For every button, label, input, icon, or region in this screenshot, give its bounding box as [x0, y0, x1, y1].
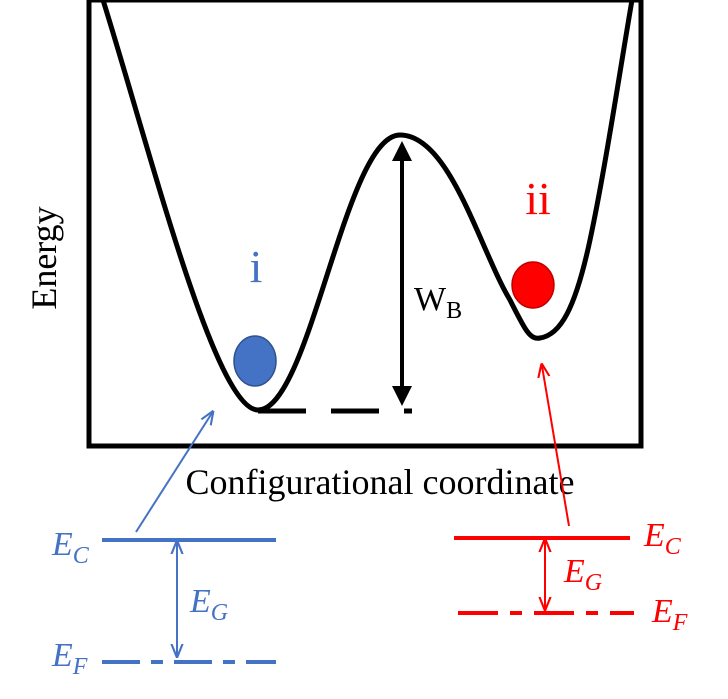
left-ef-label: EF [51, 637, 88, 680]
y-axis-label: Energy [24, 206, 64, 309]
plot-frame [86, 0, 644, 449]
state-i-ball [233, 335, 277, 387]
barrier-label: WB [414, 281, 462, 324]
right-ef-label: EF [651, 593, 688, 636]
state-ii-label: ii [525, 173, 551, 224]
x-axis-label: Configurational coordinate [186, 462, 575, 502]
right-band-diagram: EC EG EF [454, 366, 688, 636]
left-eg-label: EG [189, 583, 228, 626]
right-excitation-arrow [542, 366, 570, 527]
left-ec-label: EC [51, 526, 90, 569]
right-ec-label: EC [643, 517, 682, 560]
state-i-label: i [250, 241, 263, 292]
right-eg-label: EG [563, 553, 602, 596]
left-excitation-arrow [135, 413, 212, 533]
left-band-diagram: EC EG EF [51, 413, 276, 680]
potential-energy-curve [100, 0, 635, 413]
state-ii-ball [511, 261, 555, 309]
